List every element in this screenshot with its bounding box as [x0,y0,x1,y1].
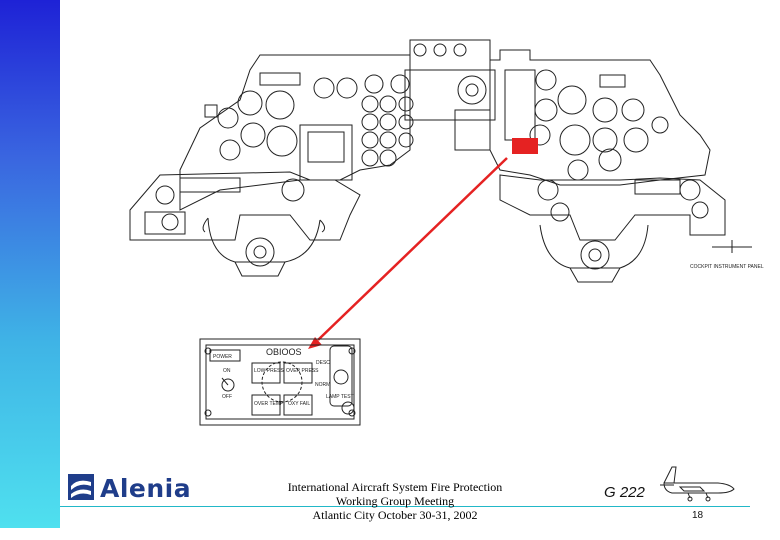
highlight-box [512,138,538,154]
cockpit-panel-drawing: COCKPIT INSTRUMENT PANEL OBIOOS POWER ON… [129,39,764,426]
low-press-label: LOW PRESS [254,368,284,374]
alenia-wave-logo-icon [68,474,94,500]
conference-line-1: International Aircraft System Fire Prote… [287,480,503,494]
right-gauges [529,69,709,222]
cargo-aircraft-icon [660,466,735,502]
page-number: 18 [692,510,704,521]
pointer-arrow [308,157,508,349]
left-instrument-panel [129,54,414,277]
on-label: ON [223,368,231,374]
panel-caption: COCKPIT INSTRUMENT PANEL [690,264,764,270]
left-control-yoke [207,217,321,277]
conference-line-2: Working Group Meeting [335,494,455,508]
footer-divider [60,506,750,507]
detail-part-number: OBIOOS [266,347,302,357]
left-gauges [155,74,414,231]
right-instrument-panel [489,49,726,283]
conference-line-3: Atlantic City October 30-31, 2002 [312,508,478,522]
lamp-test-label: LAMP TEST [326,394,354,400]
desc-label: DESC [316,360,330,366]
norm-label: NORM [315,382,330,388]
scale-mark [712,240,752,253]
power-label: POWER [213,354,232,360]
oxygen-detail-panel [199,338,361,426]
right-control-yoke [539,224,649,283]
oxy-fail-label: OXY FAIL [288,401,310,407]
center-panel [404,39,496,151]
over-press-label: OVER PRESS [286,368,319,374]
off-label: OFF [222,394,232,400]
conference-info: International Aircraft System Fire Prote… [270,480,520,522]
logo-name: Alenia [100,474,192,503]
aircraft-code: G 222 [604,484,645,501]
side-gradient-bar [0,0,60,528]
over-temp-label: OVER TEMP [254,401,284,407]
